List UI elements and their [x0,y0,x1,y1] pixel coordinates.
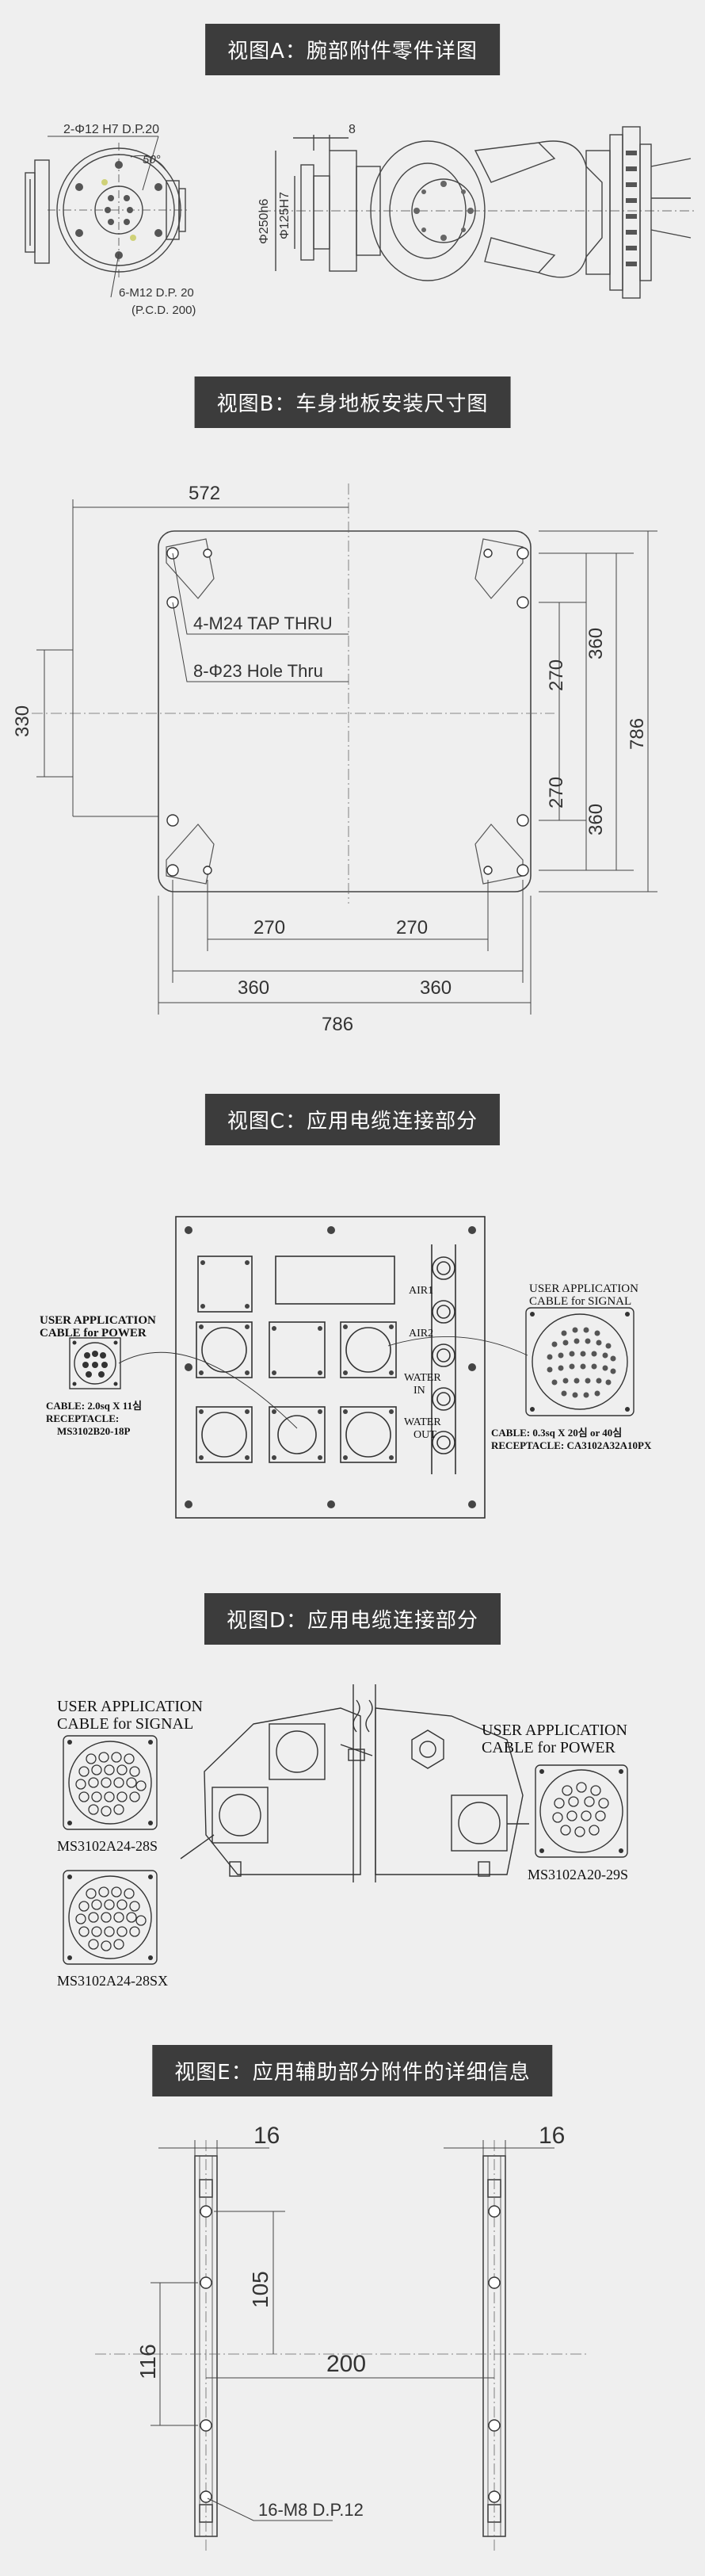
view-b-dim-786-v: 786 [627,718,648,750]
view-b-dim-270-h1: 270 [253,917,285,938]
view-a-drawing: 2-Φ12 H7 D.P.20 50° 6-M12 D.P. 20 (P.C.D… [25,123,697,317]
view-a-thread-spec: 6-M12 D.P. 20 [119,286,194,300]
view-c-power-title-2: CABLE for POWER [40,1327,147,1340]
view-b-hole: 8-Φ23 Hole Thru [193,661,323,681]
view-c-signal-title-2: CABLE for SIGNAL [529,1295,631,1308]
view-b-dim-270-h2: 270 [396,917,428,938]
view-a-dim-125: Φ125H7 [278,192,292,239]
view-d-power-title-1: USER APPLICATION [482,1722,627,1739]
view-a-hole-spec: 2-Φ12 H7 D.P.20 [63,123,159,136]
view-b-tap: 4-M24 TAP THRU [193,613,333,633]
view-a-angle: 50° [143,153,161,166]
view-a-pcd: (P.C.D. 200) [131,304,196,317]
view-e-dim-105: 105 [248,2271,272,2308]
section-a-title: 视图A：腕部附件零件详图 [205,24,500,75]
view-c-water-in-1: WATER [404,1372,441,1384]
view-e-drawing: 16 16 105 116 200 16-M8 D.P.12 [95,2123,586,2552]
view-b-dim-360-v2: 360 [585,804,607,835]
view-c-signal-cable: CABLE: 0.3sq X 20심 or 40심 [491,1427,622,1439]
view-b-drawing: 572 330 4-M24 TAP THRU 8-Φ23 Hole Thru 2… [12,483,657,1035]
view-d-power-title-2: CABLE for POWER [482,1739,616,1756]
view-c-signal-receptacle: RECEPTACLE: CA3102A32A10PX [491,1439,652,1451]
view-b-dim-360-h1: 360 [238,977,269,999]
section-c-title: 视图C：应用电缆连接部分 [204,1094,501,1145]
view-d-signal-title-1: USER APPLICATION [57,1698,203,1715]
view-b-dim-270-v2: 270 [546,777,567,808]
view-c-power-cable: CABLE: 2.0sq X 11심 [46,1400,142,1412]
view-d-conn1: MS3102A24-28S [57,1838,158,1854]
section-e-title: 视图E：应用辅助部分附件的详细信息 [152,2045,553,2096]
view-c-water-out-2: OUT [413,1429,436,1441]
view-c-power-receptacle-1: RECEPTACLE: [46,1412,119,1424]
view-b-dim-572: 572 [189,483,220,504]
view-e-dim-16-l: 16 [253,2123,280,2149]
view-c-water-out-1: WATER [404,1416,441,1428]
view-c-water-in-2: IN [413,1385,425,1397]
view-b-dim-360-h2: 360 [420,977,452,999]
view-a-dim-250: Φ250h6 [257,199,271,244]
view-c-air2: AIR2 [409,1328,433,1340]
view-e-dim-200: 200 [326,2351,366,2377]
view-d-conn3: MS3102A20-29S [528,1867,628,1882]
view-d-drawing: USER APPLICATION CABLE for SIGNAL MS3102… [57,1684,628,1989]
view-e-dim-16-r: 16 [539,2123,565,2149]
view-e-dim-116: 116 [135,2344,160,2379]
view-c-signal-title-1: USER APPLICATION [529,1282,638,1295]
view-c-drawing: AIR1 AIR2 WATER IN WATER OUT USER APPLIC… [40,1216,652,1519]
section-b-title: 视图B：车身地板安装尺寸图 [194,376,511,428]
view-b-dim-360-v1: 360 [585,628,607,659]
view-c-air1: AIR1 [409,1285,433,1297]
view-c-power-title-1: USER APPLICATION [40,1314,156,1327]
section-d-title: 视图D：应用电缆连接部分 [204,1593,501,1645]
view-d-conn2: MS3102A24-28SX [57,1973,168,1989]
view-b-dim-786-h: 786 [322,1014,353,1035]
view-e-thread: 16-M8 D.P.12 [258,2500,364,2520]
view-c-power-receptacle-2: MS3102B20-18P [57,1425,131,1437]
view-a-dim-8: 8 [349,123,356,136]
view-b-dim-270-v1: 270 [546,659,567,691]
view-b-dim-330: 330 [12,705,33,737]
view-d-signal-title-2: CABLE for SIGNAL [57,1715,193,1733]
